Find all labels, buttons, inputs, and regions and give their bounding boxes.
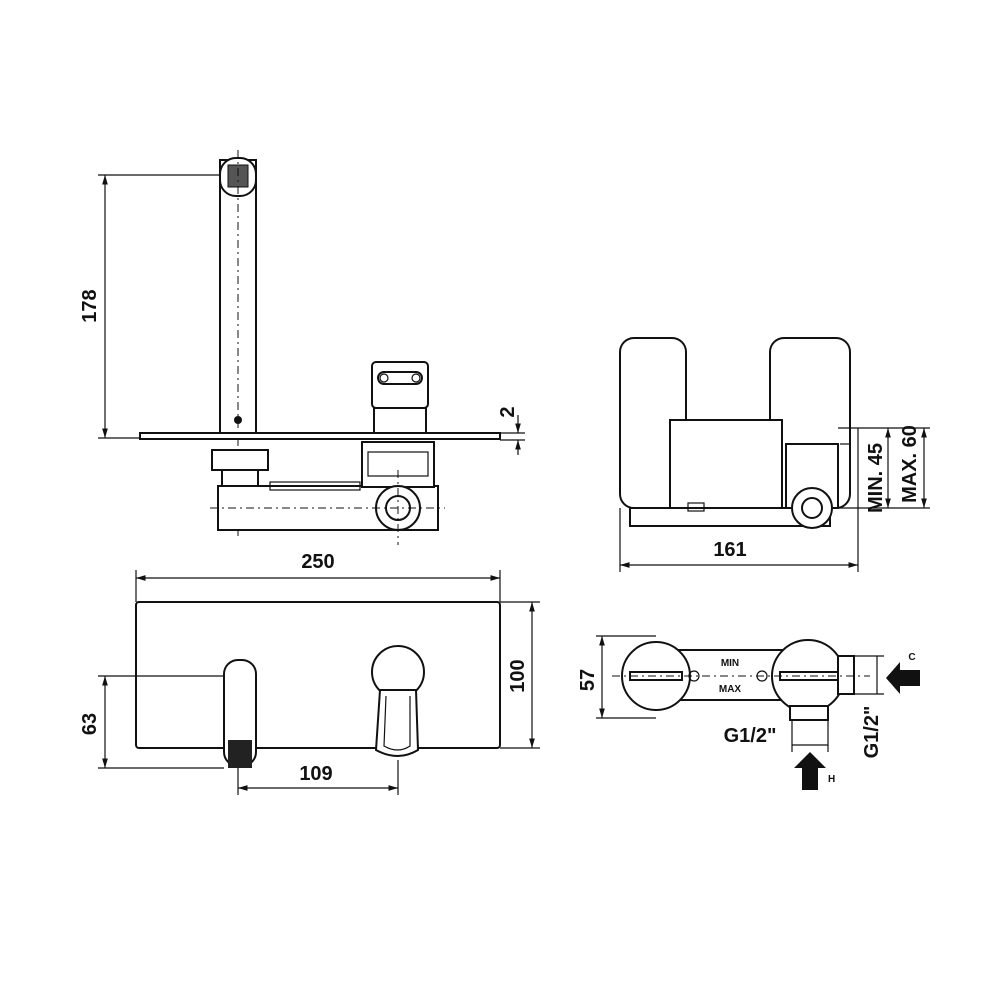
center-distance-label: 109 (299, 763, 332, 785)
min-label: MIN (721, 658, 739, 669)
inlet-bottom-label: G1/2" (724, 725, 777, 747)
right-width-label: 161 (713, 539, 746, 561)
cold-label: C (908, 652, 915, 663)
right-view: 161 MIN. 45 MAX. 60 (619, 337, 930, 572)
front-width-label: 250 (301, 551, 334, 573)
max-depth-label: MAX. 60 (899, 425, 921, 503)
front-plate (135, 601, 501, 749)
side-view: 178 2 (79, 150, 525, 545)
top-view: MIN MAX 57 G1/2" G1/2" C H (577, 635, 920, 790)
bottom-inlet (789, 705, 829, 721)
cartridge-housing (361, 441, 435, 488)
side-height-label: 178 (79, 289, 101, 322)
front-height-label: 100 (507, 659, 529, 692)
side-inlet (837, 655, 855, 695)
min-depth-label: MIN. 45 (865, 443, 887, 513)
spout-connector (211, 449, 269, 471)
inlet-side-label: G1/2" (861, 706, 883, 759)
spout-height-label: 63 (79, 713, 101, 735)
cold-inlet-arrow-icon (886, 662, 920, 694)
body-block (669, 419, 783, 509)
wall-plate (139, 432, 501, 440)
front-view: 250 100 63 109 (79, 551, 540, 795)
hot-label: H (828, 774, 835, 785)
top-depth-label: 57 (577, 669, 599, 691)
max-label: MAX (719, 684, 742, 695)
plate-gap-label: 2 (497, 406, 519, 417)
hot-inlet-arrow-icon (794, 752, 826, 790)
